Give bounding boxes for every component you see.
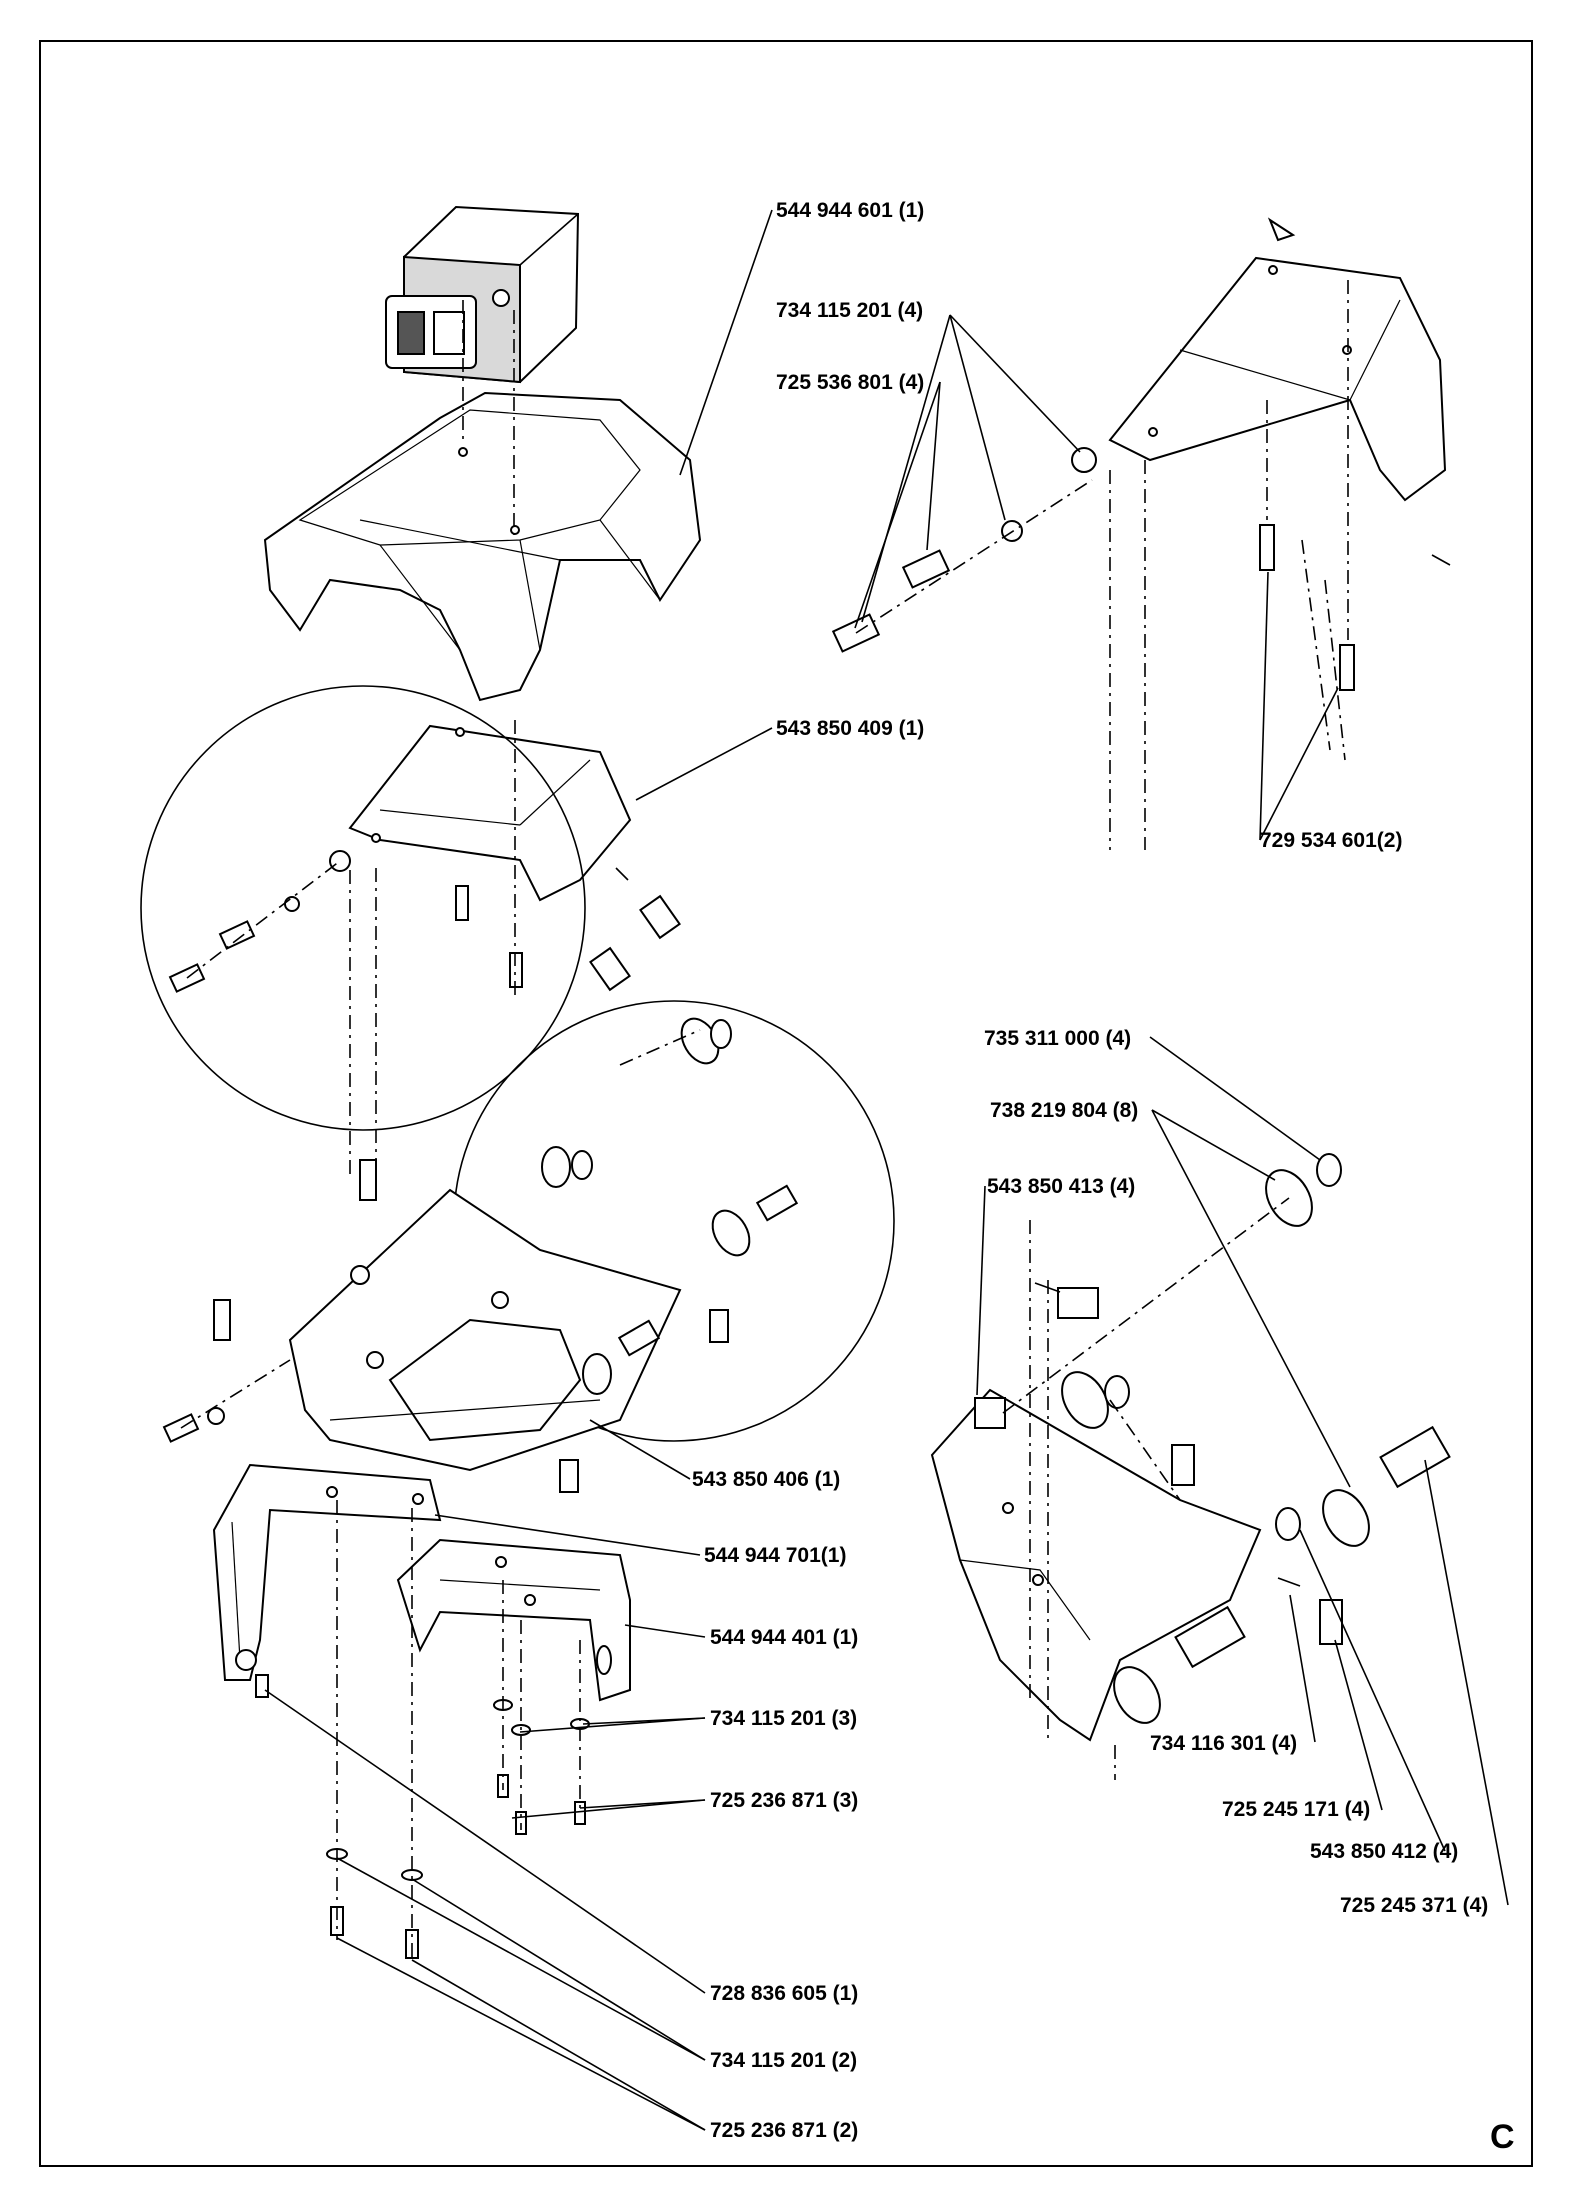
part-label-543850409: 543 850 409 (1) bbox=[776, 717, 924, 740]
detail-cover-top-right bbox=[1108, 217, 1447, 502]
detail-top-right-fasteners bbox=[831, 447, 1451, 691]
mounting-plate bbox=[288, 1188, 682, 1472]
part-label-725245371: 725 245 371 (4) bbox=[1340, 1894, 1488, 1917]
part-label-734116301: 734 116 301 (4) bbox=[1150, 1732, 1297, 1755]
part-label-725236871-2: 725 236 871 (2) bbox=[710, 2119, 858, 2142]
part-label-738219804: 738 219 804 (8) bbox=[990, 1099, 1138, 1122]
part-label-734115201-3: 734 115 201 (3) bbox=[710, 1707, 857, 1730]
part-label-734115201-2: 734 115 201 (2) bbox=[710, 2049, 857, 2072]
detail-top-right-centerlines bbox=[855, 280, 1349, 850]
detail-circle-upper bbox=[140, 685, 586, 1131]
sheet-letter: C bbox=[1490, 2118, 1515, 2156]
part-label-729534601: 729 534 601(2) bbox=[1260, 829, 1402, 852]
lower-fasteners bbox=[326, 1699, 590, 1959]
bracket-right bbox=[396, 1538, 631, 1702]
part-label-735311000: 735 311 000 (4) bbox=[984, 1027, 1131, 1050]
inner-cover bbox=[348, 724, 632, 902]
bracket-left bbox=[212, 1463, 442, 1681]
part-label-543850412: 543 850 412 (4) bbox=[1310, 1840, 1458, 1863]
part-label-544944601: 544 944 601 (1) bbox=[776, 199, 924, 222]
detail-right-centerlines bbox=[1002, 1197, 1290, 1780]
part-label-543850406: 543 850 406 (1) bbox=[692, 1468, 840, 1491]
part-label-734115201-4: 734 115 201 (4) bbox=[776, 299, 923, 322]
part-label-725236871-3: 725 236 871 (3) bbox=[710, 1789, 858, 1812]
part-label-543850413: 543 850 413 (4) bbox=[987, 1175, 1135, 1198]
switch-box bbox=[385, 205, 580, 384]
part-label-725245171: 725 245 171 (4) bbox=[1222, 1798, 1370, 1821]
part-label-725536801-4: 725 536 801 (4) bbox=[776, 371, 924, 394]
left-centerlines bbox=[180, 300, 701, 1960]
part-label-544944701: 544 944 701(1) bbox=[704, 1544, 846, 1567]
upper-circle-fasteners bbox=[168, 850, 681, 993]
part-label-544944401: 544 944 401 (1) bbox=[710, 1626, 858, 1649]
drawing-frame bbox=[39, 40, 1533, 2167]
detail-plate-right bbox=[930, 1388, 1262, 1742]
part-label-728836605: 728 836 605 (1) bbox=[710, 1982, 858, 2005]
motor-cover bbox=[263, 391, 702, 702]
leader-lines bbox=[264, 209, 1509, 2131]
lower-circle-bearings bbox=[541, 1017, 799, 1493]
pin-728836605 bbox=[255, 1674, 269, 1698]
